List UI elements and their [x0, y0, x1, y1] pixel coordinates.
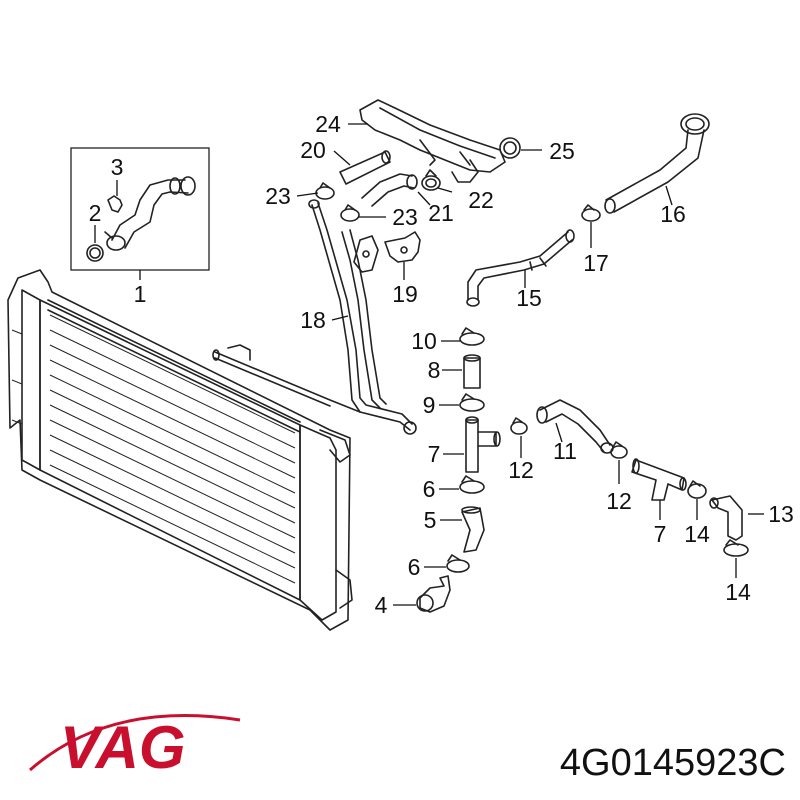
part-1-box [70, 147, 210, 280]
callout-14a: 14 [684, 521, 710, 547]
part-16 [604, 113, 710, 214]
part-12b [610, 441, 628, 459]
part-21 [361, 173, 418, 207]
callout-1: 1 [134, 281, 147, 307]
callout-7b: 7 [654, 521, 667, 547]
part-5 [461, 506, 485, 553]
callout-23a: 23 [265, 183, 291, 209]
part-20 [339, 150, 391, 185]
callout-22: 22 [468, 187, 494, 213]
part-8 [463, 354, 481, 389]
callout-6a: 6 [423, 476, 436, 502]
part-13 [709, 495, 743, 541]
part-7a [465, 416, 501, 473]
part-25 [499, 137, 521, 159]
callout-8: 8 [428, 357, 441, 383]
callout-17: 17 [583, 250, 609, 276]
part-6b [446, 554, 470, 573]
part-6a [459, 475, 485, 494]
callout-13: 13 [768, 501, 794, 527]
part-17 [581, 204, 601, 222]
part-23a [315, 182, 335, 200]
callout-labels: 3 2 1 24 20 23 23 21 22 25 16 17 15 19 1… [89, 111, 794, 618]
callout-12b: 12 [606, 488, 632, 514]
callout-24: 24 [315, 111, 341, 137]
vag-logo-text: VAG [60, 714, 186, 781]
part-23b [340, 204, 360, 222]
radiator [7, 269, 353, 631]
callout-18: 18 [300, 307, 326, 333]
callout-16: 16 [660, 201, 686, 227]
callout-9: 9 [423, 392, 436, 418]
callout-21: 21 [428, 200, 454, 226]
part-14a [687, 480, 707, 499]
callout-14b: 14 [725, 579, 751, 605]
part-22 [421, 169, 441, 191]
callout-6b: 6 [408, 554, 421, 580]
callout-4: 4 [375, 592, 388, 618]
callout-7a: 7 [428, 441, 441, 467]
callout-19: 19 [392, 281, 418, 307]
leader-lines [296, 123, 764, 606]
pipe-18 [212, 199, 417, 435]
part-4 [416, 575, 451, 613]
part-24 [359, 99, 506, 183]
callout-11: 11 [553, 438, 577, 464]
part-14b [723, 539, 749, 557]
callout-10: 10 [411, 328, 437, 354]
callout-25: 25 [549, 138, 575, 164]
callout-3: 3 [111, 154, 124, 180]
part-12a [510, 417, 528, 435]
part-15 [466, 229, 575, 307]
part-number: 4G0145923C [560, 742, 786, 784]
callout-23b: 23 [392, 204, 418, 230]
callout-2: 2 [89, 200, 102, 226]
callout-15: 15 [516, 285, 542, 311]
part-10 [459, 327, 485, 346]
part-7b [631, 458, 687, 501]
vag-logo: VAG [29, 714, 241, 781]
callout-5: 5 [424, 507, 437, 533]
callout-12a: 12 [508, 457, 534, 483]
part-19 [353, 231, 421, 273]
callout-20: 20 [300, 137, 326, 163]
part-9 [459, 393, 485, 412]
